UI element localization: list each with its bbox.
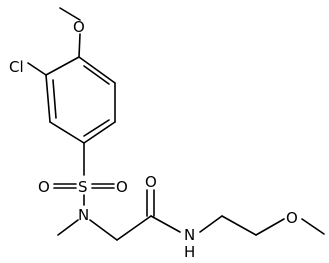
sulfonamide-nitrogen: N — [78, 206, 89, 224]
sulfonyl-oxygen-left: O — [38, 178, 50, 196]
chain-methoxy-oxygen: O — [286, 209, 298, 227]
benzene-ring — [45, 56, 116, 144]
carbonyl-oxygen: O — [145, 173, 157, 191]
sulfonyl-oxygen-right: O — [116, 178, 128, 196]
methoxy-oxygen-ring: O — [73, 18, 85, 36]
atom-labels: Cl O S O O N O N H O — [9, 18, 298, 261]
sulfur-atom: S — [78, 178, 88, 196]
substituent-bonds — [27, 7, 325, 241]
chlorine-atom: Cl — [9, 58, 24, 76]
amide-nitrogen: N — [184, 226, 195, 244]
amide-hydrogen: H — [184, 243, 195, 261]
